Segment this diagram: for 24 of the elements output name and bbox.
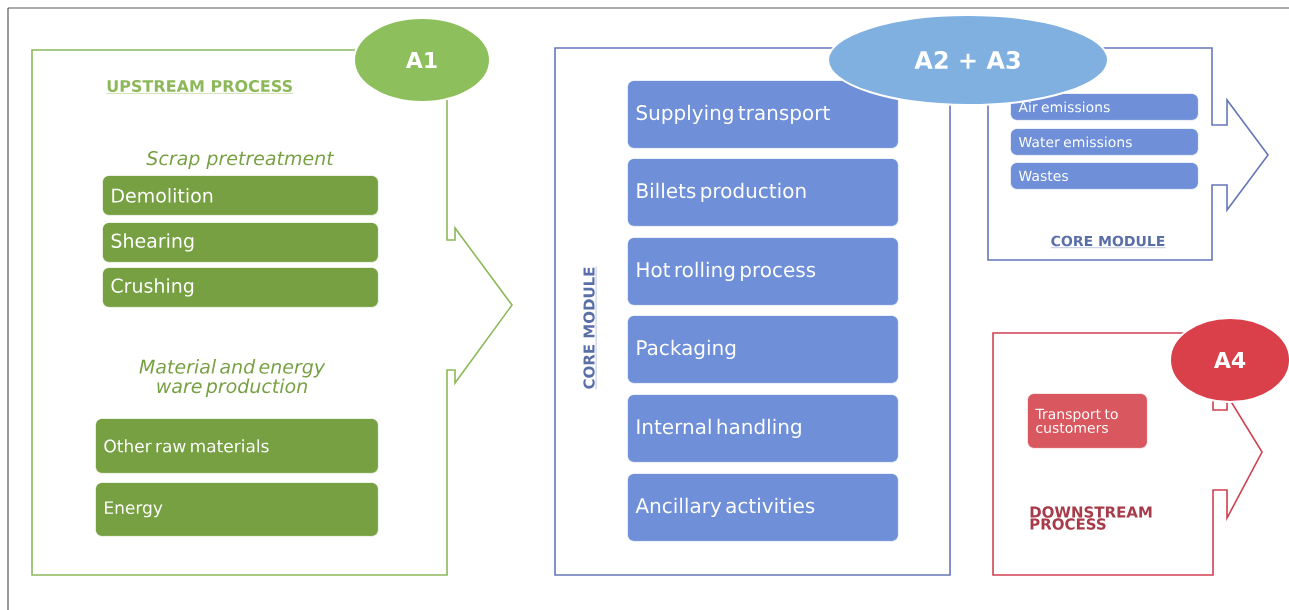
process-box: Packaging [627,315,899,384]
process-box: Billets production [627,158,899,227]
process-box: Water emissions [1010,128,1199,156]
section-heading: DOWNSTREAM PROCESS [1030,506,1152,530]
process-box: Air emissions [1010,93,1199,121]
process-box: Supplying transport [627,80,899,149]
process-box: Other raw materials [95,418,379,474]
arrow-frame [992,332,1263,576]
process-box: Shearing [102,222,379,263]
process-box: Internal handling [627,394,899,463]
process-box: Ancillary activities [627,473,899,542]
arrow-frame [31,49,513,576]
subheading: Scrap pretreatment [146,151,335,170]
process-box: Energy [95,482,379,537]
section-heading: CORE MODULE [1050,235,1166,248]
process-box: Crushing [102,267,379,308]
section-heading: UPSTREAM PROCESS [106,79,294,94]
process-box: Transport to customers [1027,393,1148,449]
section-heading: CORE MODULE [583,266,597,390]
process-box: Wastes [1010,162,1199,190]
process-box: Hot rolling process [627,237,899,306]
arrow-frame [554,47,951,576]
subheading: Material and energy ware production [139,359,326,397]
process-box: Demolition [102,175,379,216]
